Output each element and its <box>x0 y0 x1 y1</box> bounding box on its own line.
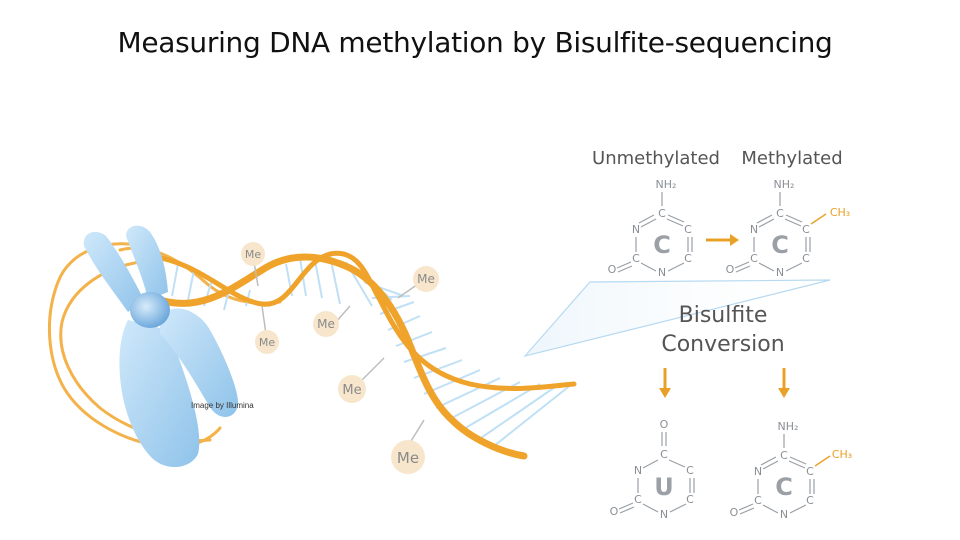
svg-text:CH₃: CH₃ <box>830 206 850 219</box>
cytosine-methylated: NH₂ C C C N C N O CH₃ C <box>726 178 851 279</box>
svg-text:C: C <box>684 223 692 236</box>
bisulfite-label: Bisulfite <box>679 303 768 328</box>
chromosome <box>83 225 238 468</box>
svg-text:C: C <box>634 493 642 506</box>
svg-text:C: C <box>802 223 810 236</box>
svg-text:C: C <box>653 231 671 259</box>
svg-text:C: C <box>776 207 784 220</box>
svg-text:C: C <box>684 252 692 265</box>
conversion-label: Conversion <box>661 332 784 357</box>
conversion-arrow-left <box>659 368 671 398</box>
svg-text:O: O <box>726 263 735 276</box>
svg-text:C: C <box>754 494 762 507</box>
svg-text:C: C <box>632 252 640 265</box>
cytosine-unmethylated: NH₂ C C C N C N O C <box>608 178 693 279</box>
chromosome-arm-upper-left <box>83 231 144 312</box>
svg-text:NH₂: NH₂ <box>656 178 677 191</box>
methyl-tag <box>413 266 439 292</box>
svg-text:NH₂: NH₂ <box>774 178 795 191</box>
svg-text:N: N <box>632 223 640 236</box>
svg-text:O: O <box>730 506 739 519</box>
svg-text:C: C <box>806 494 814 507</box>
unmethylated-label: Unmethylated <box>592 148 720 169</box>
chromosome-arm-upper-right <box>126 225 168 300</box>
methyl-tag <box>241 242 265 266</box>
svg-text:Me: Me <box>317 317 335 331</box>
conversion-arrow-right <box>778 368 790 398</box>
uracil-product: O C C C N C N O U <box>610 418 695 521</box>
methyl-tag <box>338 375 366 403</box>
svg-text:U: U <box>654 473 674 501</box>
svg-text:N: N <box>754 465 762 478</box>
svg-text:N: N <box>660 508 668 521</box>
svg-text:C: C <box>780 449 788 462</box>
svg-text:C: C <box>802 252 810 265</box>
svg-text:Me: Me <box>417 272 435 286</box>
svg-text:N: N <box>750 223 758 236</box>
svg-text:C: C <box>750 252 758 265</box>
methylation-arrow <box>706 234 739 246</box>
dna-helix <box>147 250 577 460</box>
svg-text:N: N <box>658 266 666 279</box>
svg-text:C: C <box>686 464 694 477</box>
chromosome-arm-lower-right <box>160 308 238 417</box>
svg-text:N: N <box>780 508 788 521</box>
svg-text:O: O <box>610 505 619 518</box>
svg-text:C: C <box>775 473 793 501</box>
methyl-tag <box>255 330 279 354</box>
svg-text:NH₂: NH₂ <box>778 420 799 433</box>
methyl-tag <box>391 440 425 474</box>
methylcytosine-product: NH₂ C C C N C N O CH₃ C <box>730 420 853 521</box>
methylated-label: Methylated <box>741 148 842 169</box>
svg-text:CH₃: CH₃ <box>832 448 852 461</box>
svg-text:O: O <box>660 418 669 431</box>
slide-title: Measuring DNA methylation by Bisulfite-s… <box>117 26 833 59</box>
svg-text:C: C <box>686 493 694 506</box>
image-credit: Image by Illumina <box>191 401 254 410</box>
svg-text:C: C <box>660 448 668 461</box>
centromere <box>130 292 170 328</box>
chromosome-arm-lower-left <box>119 320 200 468</box>
svg-text:Me: Me <box>397 449 419 467</box>
svg-text:Me: Me <box>245 248 261 261</box>
svg-text:O: O <box>608 263 617 276</box>
methyl-tags: Me Me Me Me Me Me <box>241 242 439 474</box>
methyl-tag <box>313 311 339 337</box>
svg-text:N: N <box>634 464 642 477</box>
svg-text:N: N <box>776 266 784 279</box>
svg-text:C: C <box>806 465 814 478</box>
svg-text:C: C <box>658 207 666 220</box>
svg-text:C: C <box>771 231 789 259</box>
svg-text:Me: Me <box>342 383 361 398</box>
zoom-wedge <box>523 279 831 358</box>
svg-text:Me: Me <box>259 336 275 349</box>
